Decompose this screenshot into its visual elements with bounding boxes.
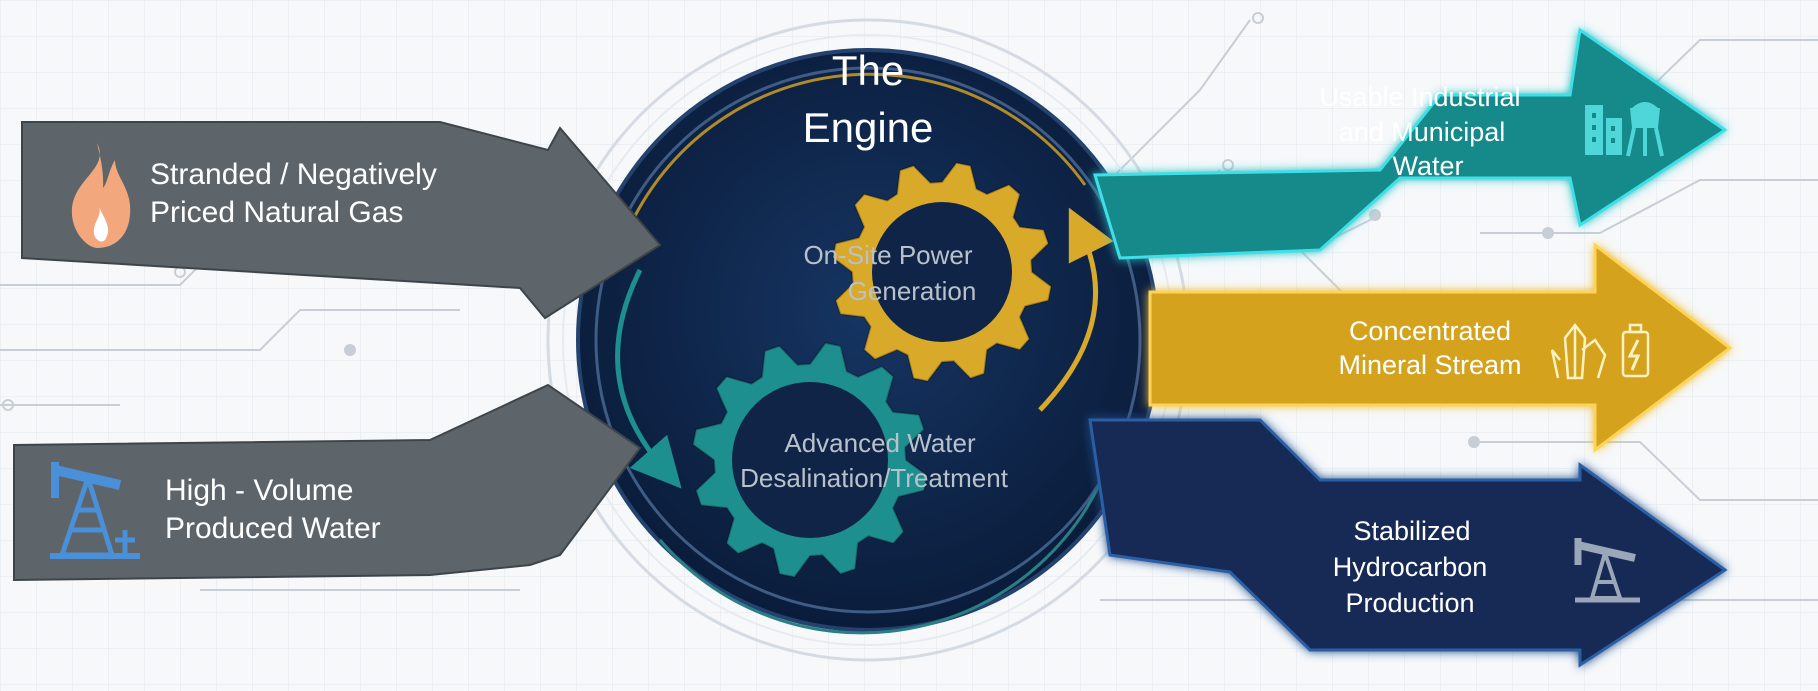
engine-title-line1: The xyxy=(832,47,904,94)
pumpjack-icon xyxy=(50,462,140,559)
output-minerals-line1: Concentrated xyxy=(1349,316,1511,346)
output-arrow-water xyxy=(1092,27,1728,260)
crystal-battery-icon xyxy=(1550,322,1650,380)
output-hydrocarbon-line2: Hydrocarbon xyxy=(1333,552,1488,582)
output-minerals-line2: Mineral Stream xyxy=(1338,350,1521,380)
city-water-tower-icon xyxy=(1585,102,1664,157)
power-gear-label-line2: Generation xyxy=(848,276,977,306)
input-produced-water-line1: High - Volume xyxy=(165,474,353,507)
flame-icon xyxy=(71,143,131,248)
power-generation-gear xyxy=(831,161,1053,383)
water-gear-label-line2: Desalination/Treatment xyxy=(740,463,1009,493)
rotation-arrow-gold xyxy=(1038,207,1114,412)
output-arrow-hydrocarbon xyxy=(1088,418,1728,668)
input-produced-water-line2: Produced Water xyxy=(165,512,381,545)
output-arrow-minerals xyxy=(1148,241,1733,454)
rotation-arrow-teal xyxy=(615,268,682,489)
input-natural-gas-line2: Priced Natural Gas xyxy=(150,196,403,229)
engine-title-line2: Engine xyxy=(803,104,934,151)
water-treatment-gear xyxy=(691,341,929,579)
output-water-line3: Water xyxy=(1392,151,1463,181)
input-arrow-natural-gas: Stranded / Negatively Priced Natural Gas xyxy=(21,121,662,320)
water-gear-label-line1: Advanced Water xyxy=(784,428,976,458)
input-arrow-produced-water: High - Volume Produced Water xyxy=(13,383,642,582)
output-hydrocarbon-line1: Stabilized xyxy=(1353,516,1470,546)
output-water-line1: Usable Industrial xyxy=(1319,82,1520,112)
output-water-line2: and Municipal xyxy=(1339,117,1506,147)
power-gear-label-line1: On-Site Power xyxy=(803,240,972,270)
pumpjack-icon xyxy=(1574,538,1640,603)
output-hydrocarbon-line3: Production xyxy=(1345,588,1474,618)
input-natural-gas-line1: Stranded / Negatively xyxy=(150,158,437,191)
